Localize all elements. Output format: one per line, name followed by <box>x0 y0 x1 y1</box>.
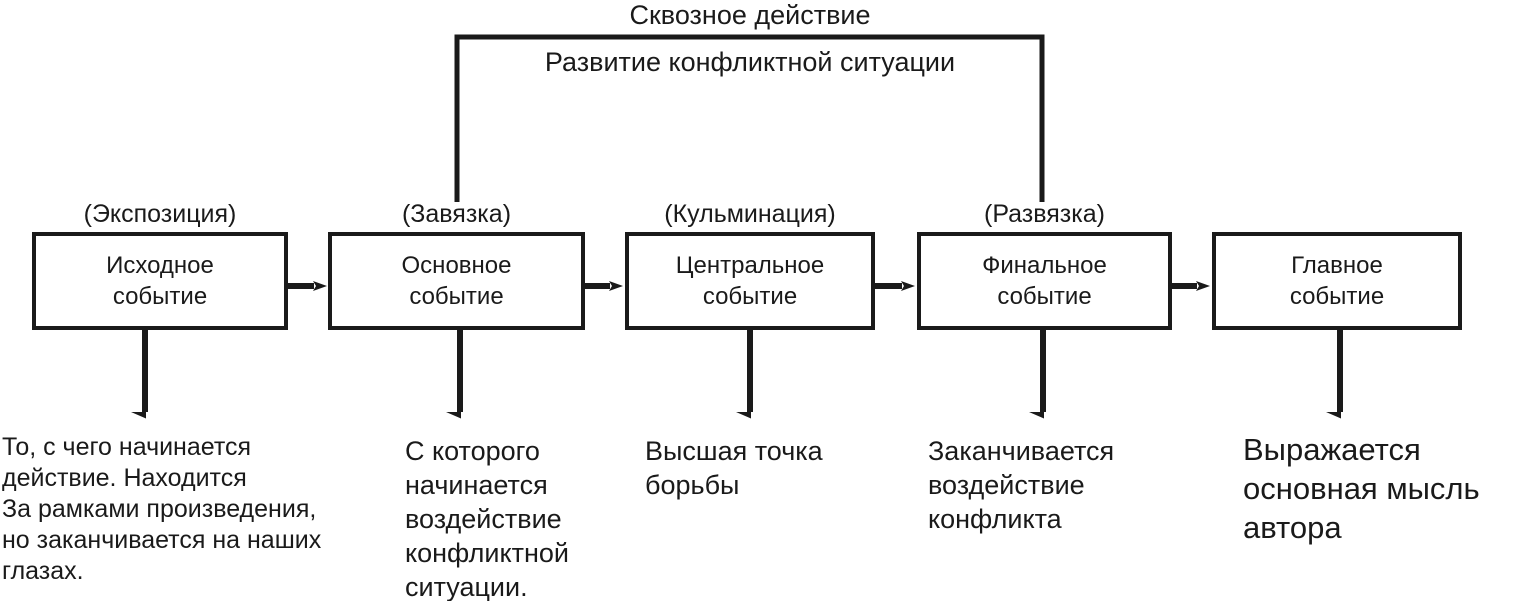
event-box-razvyazka-text: Финальное событие <box>982 252 1107 310</box>
stage-description-main: Выражается основная мысль автора <box>1243 432 1480 545</box>
bracket-subtitle: Развитие конфликтной ситуации <box>544 47 956 77</box>
stage-description-exposition: То, с чего начинается действие. Находитс… <box>2 433 322 585</box>
event-box-main[interactable]: Главное событие <box>1212 232 1462 330</box>
event-box-zavyazka[interactable]: Основное событие <box>328 232 585 330</box>
description-arrows <box>131 330 1343 419</box>
event-box-main-text: Главное событие <box>1289 252 1385 310</box>
stage-description-razvyazka: Заканчивается воздействие конфликта <box>928 436 1115 534</box>
stage-label-culmination: (Кульминация) <box>664 200 836 228</box>
stage-description-zavyazka: С которого начинается воздействие конфли… <box>405 436 569 601</box>
stage-label-exposition: (Экспозиция) <box>83 200 237 228</box>
stage-description-culmination: Высшая точка борьбы <box>645 436 823 500</box>
event-box-razvyazka[interactable]: Финальное событие <box>917 232 1172 330</box>
event-box-culmination-text: Центральное событие <box>675 252 825 310</box>
event-box-zavyazka-text: Основное событие <box>401 252 512 310</box>
event-box-culmination[interactable]: Центральное событие <box>625 232 875 330</box>
event-box-exposition-text: Исходное событие <box>106 252 214 310</box>
stage-label-razvyazka: (Развязка) <box>984 200 1105 228</box>
stage-label-zavyazka: (Завязка) <box>401 200 512 228</box>
bracket-title: Сквозное действие <box>629 0 871 30</box>
event-box-exposition[interactable]: Исходное событие <box>32 232 288 330</box>
